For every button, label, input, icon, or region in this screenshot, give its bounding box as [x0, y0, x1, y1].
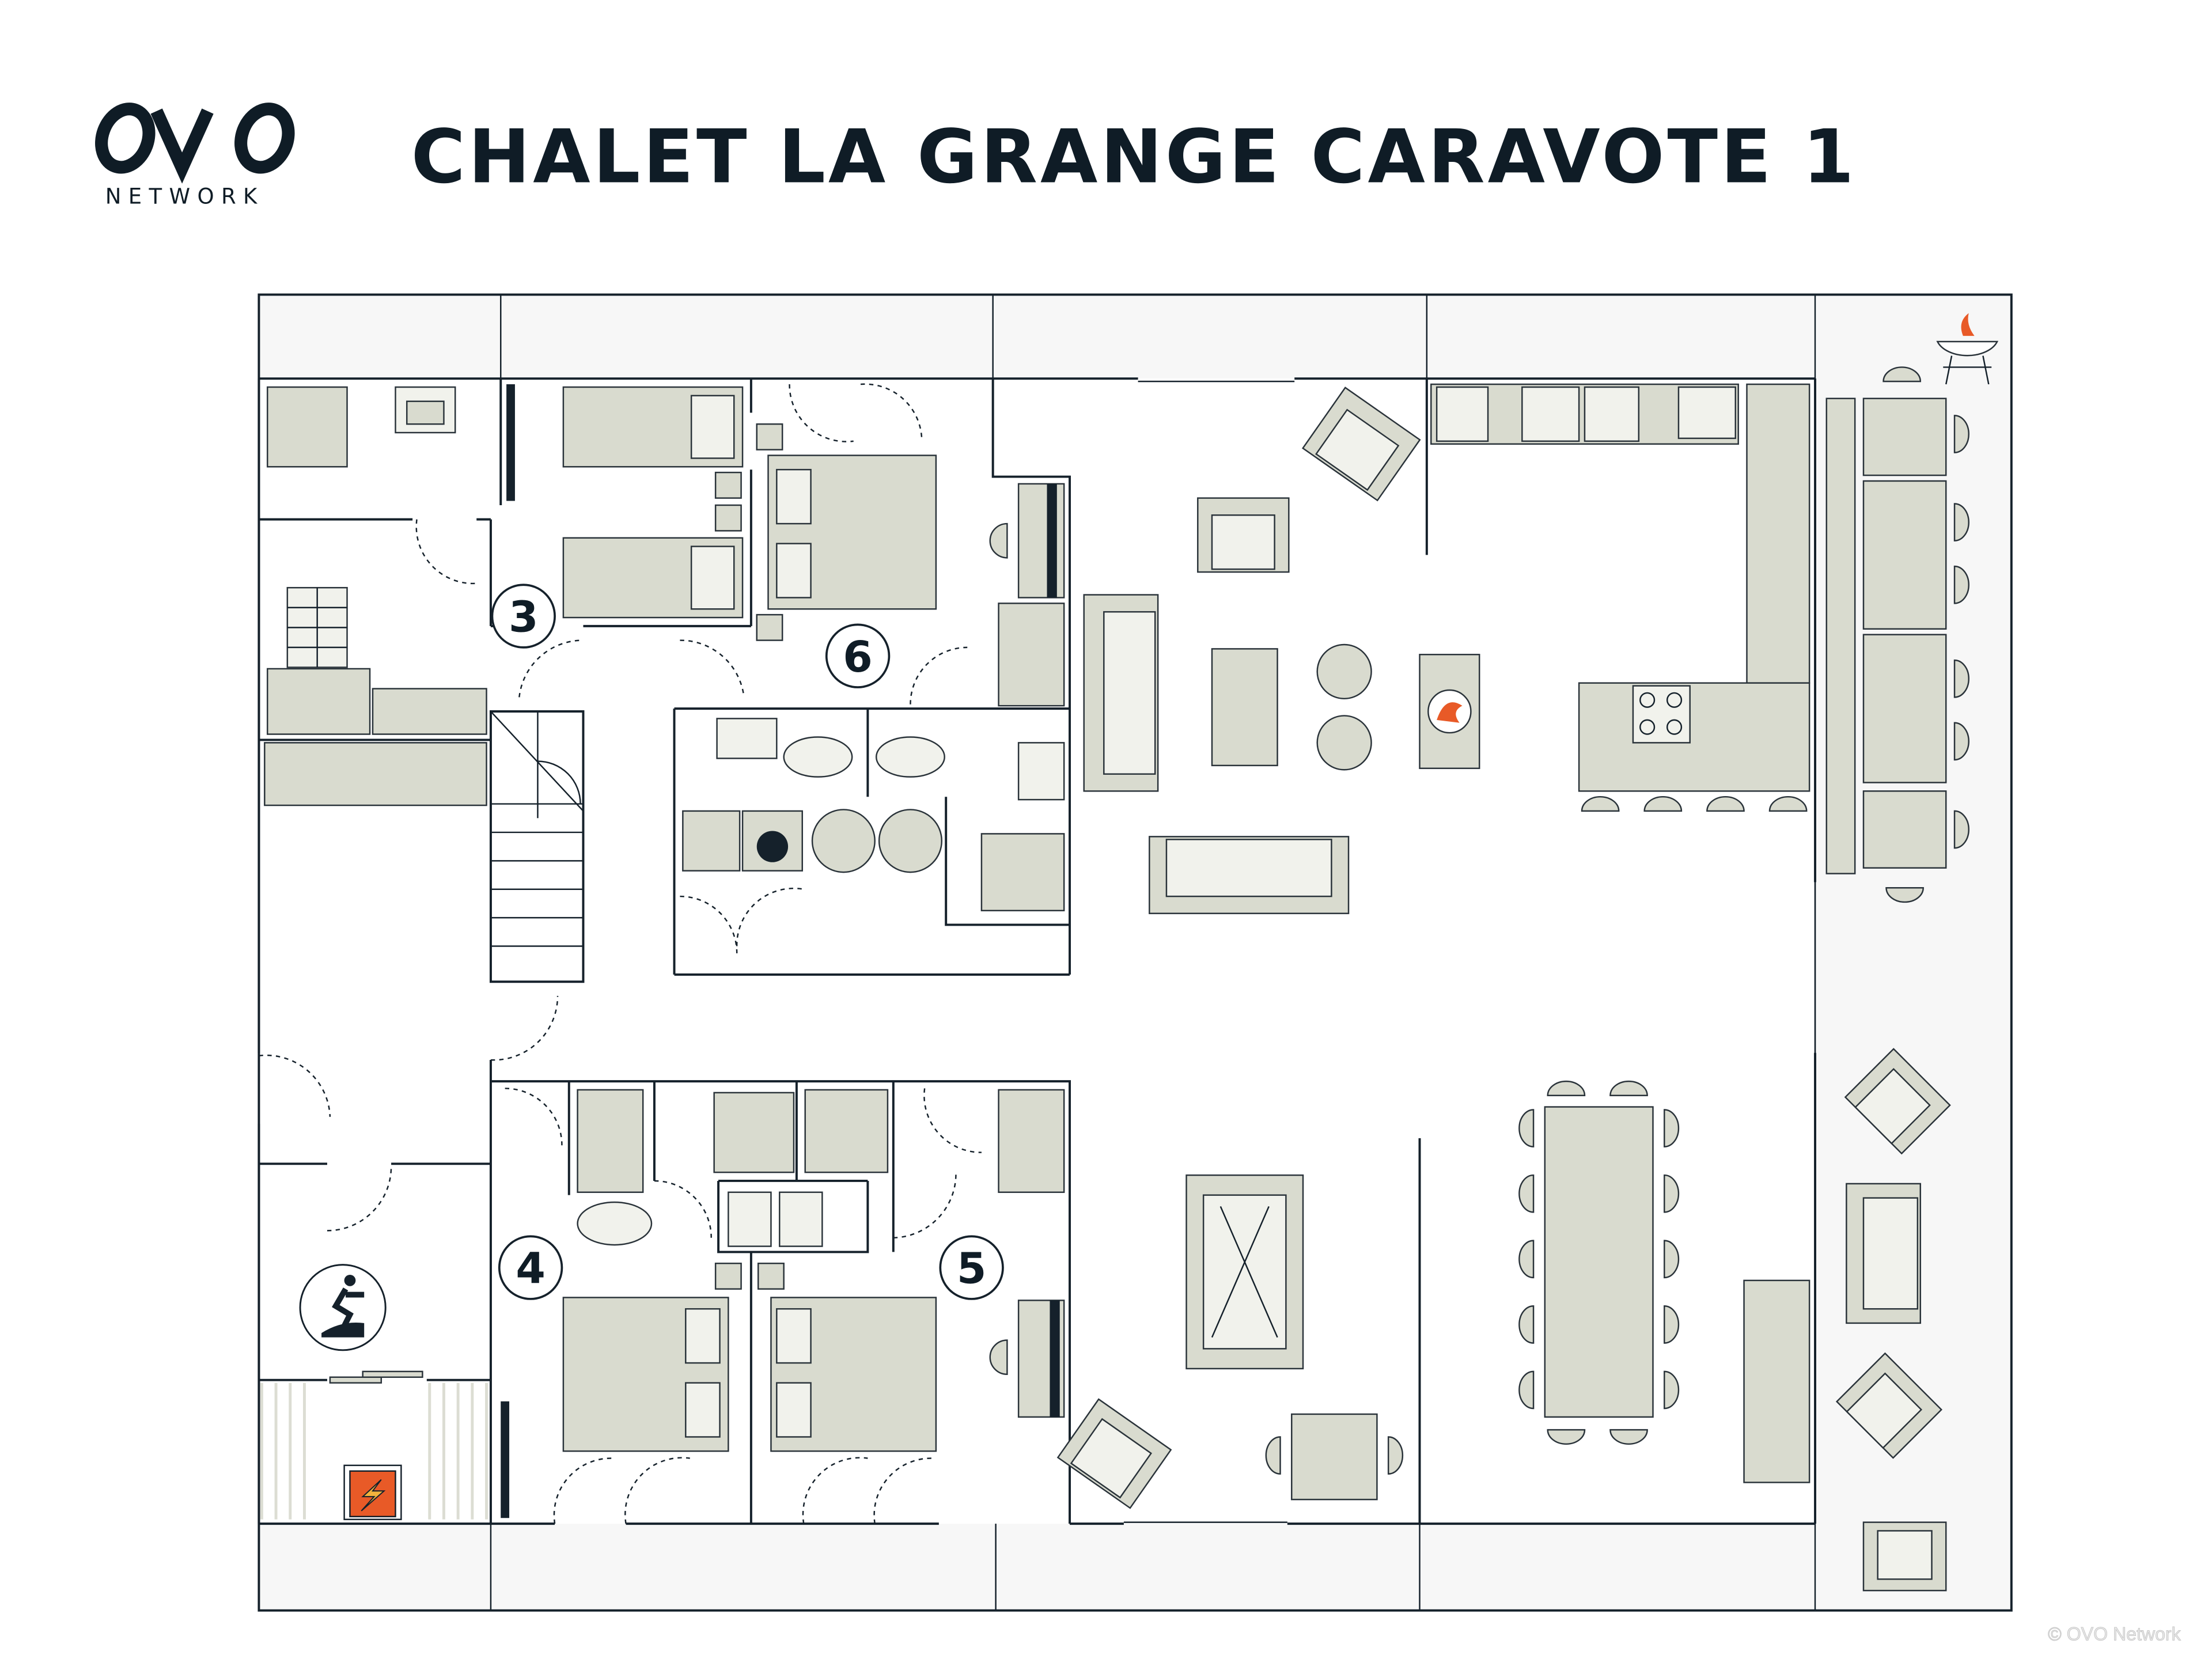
tv: [1050, 1300, 1060, 1417]
tv: [506, 384, 515, 501]
sideboard: [1743, 1279, 1810, 1483]
tv: [1047, 483, 1057, 598]
sink: [1677, 386, 1736, 440]
water-heater-icon: [811, 809, 876, 873]
kitchen-island: [1578, 682, 1810, 792]
sink: [728, 1191, 772, 1247]
bench: [264, 742, 487, 806]
bedrooms-4-5: [501, 1089, 1065, 1518]
cabinet: [267, 668, 371, 735]
terrace: [1825, 313, 1999, 1592]
exercise-bike-icon: [321, 1274, 365, 1338]
bedroom-6: [756, 423, 1065, 707]
toilet: [875, 736, 945, 778]
room-number: 4: [516, 1244, 546, 1294]
room-badge-4: 4: [498, 1235, 563, 1300]
dryer-icon: [682, 810, 741, 872]
room-number: 5: [957, 1244, 987, 1294]
room-badge-5: 5: [939, 1235, 1004, 1300]
kitchen-counter: [1746, 383, 1810, 684]
bedroom-3: [264, 384, 744, 806]
outdoor-table: [1862, 790, 1947, 869]
toilet: [577, 1201, 653, 1246]
shower-tray: [980, 833, 1065, 911]
sauna-benches: [260, 1382, 488, 1520]
desk: [372, 688, 487, 735]
dining-area: [1056, 1080, 1810, 1509]
walls: [257, 377, 1816, 1525]
wardrobe: [577, 1089, 644, 1193]
stool: [1316, 643, 1372, 700]
shower-tray: [804, 1089, 889, 1173]
water-heater-icon: [878, 809, 943, 873]
sink: [779, 1191, 823, 1247]
game-table: [1291, 1413, 1378, 1501]
glass-wall: [1825, 397, 1856, 874]
stool: [1316, 715, 1372, 771]
kitchen: [1430, 383, 1810, 812]
coffee-table: [1211, 648, 1278, 767]
fireplace-icon: [1437, 702, 1463, 723]
room-badge-3: 3: [491, 584, 556, 649]
desk: [1017, 483, 1065, 599]
wine-cooler: [1584, 386, 1640, 442]
sink: [716, 718, 778, 759]
gym-area: [260, 1264, 488, 1520]
ovo-logo: NETWORK: [95, 103, 295, 209]
outdoor-table: [1862, 480, 1947, 630]
room-badge-6: 6: [825, 623, 891, 688]
barbecue-icon: [1936, 313, 1999, 385]
outdoor-table: [1862, 634, 1947, 783]
bathroom-top-left: [267, 386, 456, 468]
oven: [1521, 386, 1580, 442]
doors: [259, 380, 1816, 1524]
room-number: 6: [843, 632, 873, 682]
bathroom-block: [682, 718, 1065, 911]
logo-subtitle: NETWORK: [105, 184, 264, 209]
page-title: CHALET LA GRANGE CARAVOTE 1: [411, 114, 1857, 200]
staircase: [490, 711, 584, 947]
shower-tray: [267, 386, 348, 468]
wardrobe: [998, 603, 1065, 707]
sink: [1017, 742, 1065, 801]
bar-stools: [1581, 796, 1808, 812]
shower-tray: [713, 1092, 795, 1173]
tv: [501, 1401, 510, 1518]
chair: [989, 522, 1008, 559]
cooktop: [1632, 685, 1691, 744]
chair: [989, 1339, 1008, 1376]
outdoor-table: [1862, 397, 1947, 476]
dining-table: [1544, 1106, 1654, 1418]
toilet: [783, 736, 853, 778]
copyright: © OVO Network: [2048, 1624, 2181, 1645]
wardrobe: [998, 1089, 1065, 1193]
living-room: [1083, 387, 1480, 914]
room-number: 3: [509, 593, 539, 642]
fridge: [1435, 386, 1489, 442]
